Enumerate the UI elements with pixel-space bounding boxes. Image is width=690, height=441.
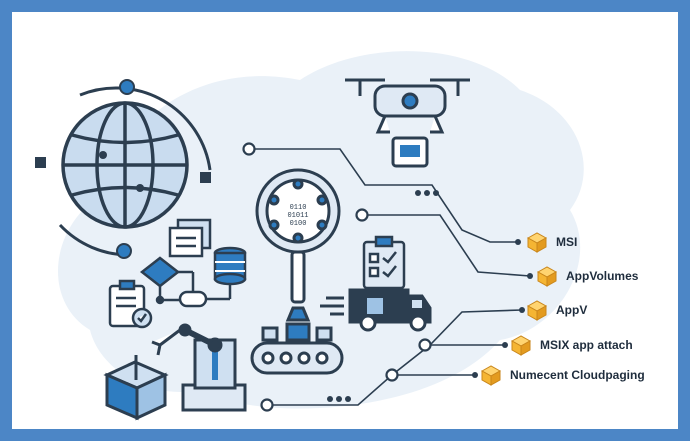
package-icon	[526, 232, 548, 253]
binary-text: 01011	[287, 212, 308, 220]
format-label-msi: MSI	[556, 235, 577, 249]
package-icon	[480, 365, 502, 386]
robot-arm-icon	[151, 323, 247, 412]
delivery-truck-icon	[320, 288, 432, 332]
ellipsis-icon	[415, 190, 439, 196]
flowchart-icon	[139, 256, 232, 308]
format-label-appv: AppV	[556, 303, 587, 317]
ellipsis-icon	[327, 396, 351, 402]
drone-icon	[345, 78, 470, 168]
globe-node	[35, 157, 46, 168]
format-label-appvolumes: AppVolumes	[566, 269, 639, 283]
format-label-numecent: Numecent Cloudpaging	[510, 368, 645, 382]
connector-node	[242, 142, 256, 156]
binary-text: 0100	[290, 220, 307, 228]
conveyor-belt-icon	[250, 306, 344, 375]
database-icon	[213, 246, 247, 286]
clipboard-check-icon	[108, 279, 153, 329]
connector-node	[385, 368, 399, 382]
package-icon	[510, 335, 532, 356]
package-box-icon	[103, 355, 169, 421]
globe-icon	[58, 86, 212, 257]
binary-text: 0110	[290, 204, 307, 212]
format-label-msix: MSIX app attach	[540, 338, 633, 352]
connector-node	[260, 398, 274, 412]
connector-node	[355, 208, 369, 222]
package-icon	[536, 266, 558, 287]
globe-node	[200, 172, 211, 183]
connector-node	[418, 338, 432, 352]
clipboard-icon	[362, 235, 406, 290]
globe-node	[116, 243, 132, 259]
magnifier-icon	[255, 168, 341, 304]
document-icon	[168, 218, 212, 258]
package-icon	[526, 300, 548, 321]
globe-node	[119, 79, 135, 95]
